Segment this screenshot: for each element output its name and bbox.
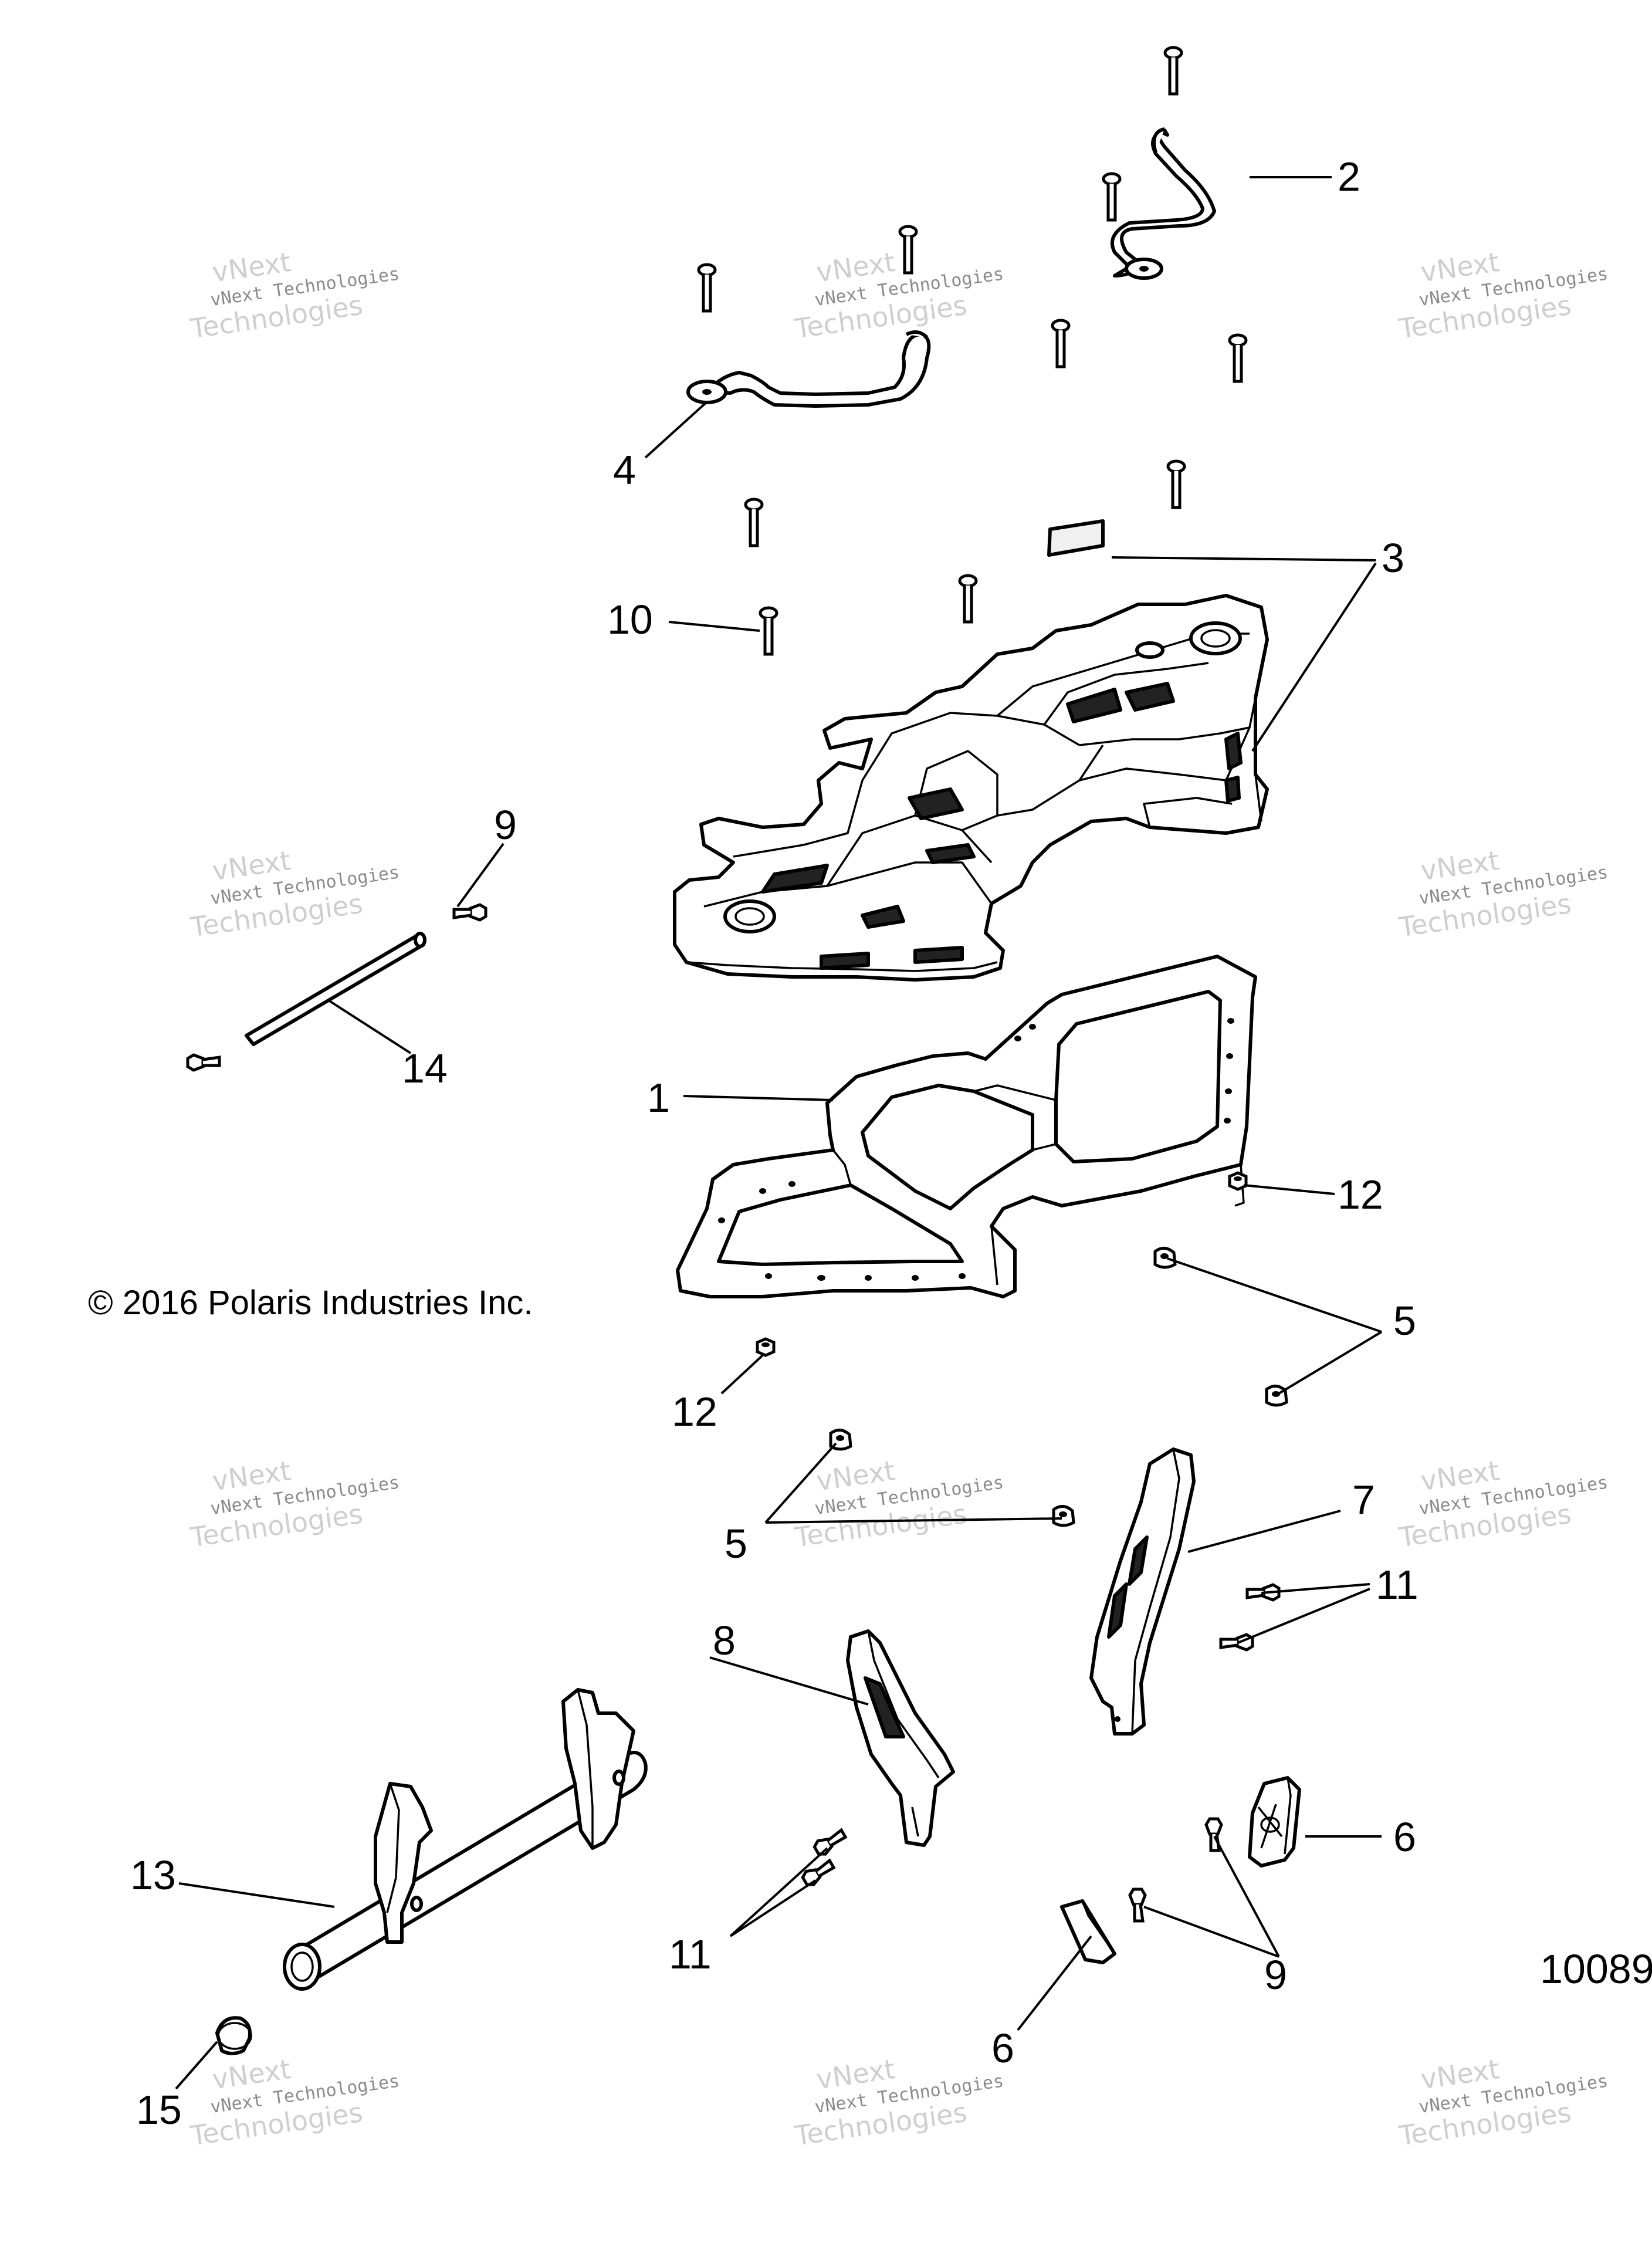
callout-11: 11: [669, 1931, 712, 1977]
bolt-fastener: [699, 48, 1246, 654]
watermark: vNext vNext Technologies Technologies: [792, 2053, 1005, 2151]
watermark: vNext vNext Technologies Technologies: [1396, 2053, 1609, 2151]
bracket-right-part: [1089, 1447, 1196, 1736]
callout-7: 7: [1352, 1477, 1375, 1523]
callout-12: 12: [1338, 1172, 1383, 1217]
callout-labels: 2 3 4 10 9 14 1 12 5 12 5 7 11 8 11 6 9 …: [130, 154, 1419, 2133]
callout-14: 14: [402, 1046, 448, 1091]
watermark: vNext vNext Technologies Technologies: [188, 1454, 401, 1553]
callout-8: 8: [713, 1618, 736, 1663]
callout-6: 6: [1393, 1814, 1416, 1860]
callout-5: 5: [1393, 1298, 1416, 1344]
callout-6: 6: [991, 2025, 1014, 2071]
bracket-left-part: [846, 1629, 955, 1847]
rear-rack-part: [673, 594, 1269, 982]
callout-12: 12: [672, 1389, 717, 1435]
leader-lines: [175, 176, 1383, 2090]
callout-15: 15: [136, 2087, 182, 2133]
callout-2: 2: [1338, 154, 1360, 199]
callout-9: 9: [494, 802, 517, 848]
callout-1: 1: [647, 1075, 670, 1121]
diagram-number: 10089: [1540, 1946, 1652, 1992]
callout-10: 10: [607, 597, 653, 642]
callout-3: 3: [1382, 535, 1404, 581]
watermark: vNext vNext Technologies Technologies: [792, 246, 1005, 344]
callout-11: 11: [1376, 1562, 1419, 1608]
plug-cap-part: [215, 2016, 252, 2055]
bumper-pad-upper-part: [1248, 1776, 1301, 1868]
callout-9: 9: [1264, 1952, 1287, 1998]
decal-part: [1047, 519, 1105, 557]
callout-4: 4: [613, 447, 636, 493]
bumper-pad-lower-part: [1060, 1899, 1116, 1964]
hitch-tube-part: [283, 1688, 648, 1991]
copyright-notice: © 2016 Polaris Industries Inc.: [88, 1284, 533, 1322]
grab-handle-left-part: [686, 330, 931, 408]
grab-handle-right-part: [1111, 127, 1216, 280]
watermark: vNext vNext Technologies Technologies: [188, 2053, 401, 2151]
watermark: vNext vNext Technologies Technologies: [1396, 844, 1609, 943]
watermark: vNext vNext Technologies Technologies: [188, 246, 401, 344]
callout-13: 13: [130, 1852, 176, 1898]
watermark: vNext vNext Technologies Technologies: [792, 1454, 1005, 1553]
watermark: vNext vNext Technologies Technologies: [1396, 1454, 1609, 1553]
watermark: vNext vNext Technologies Technologies: [1396, 246, 1609, 344]
watermark: vNext vNext Technologies Technologies: [188, 844, 401, 943]
rack-frame-part: [676, 955, 1257, 1298]
rod-part: [245, 932, 426, 1046]
callout-5: 5: [725, 1521, 747, 1567]
